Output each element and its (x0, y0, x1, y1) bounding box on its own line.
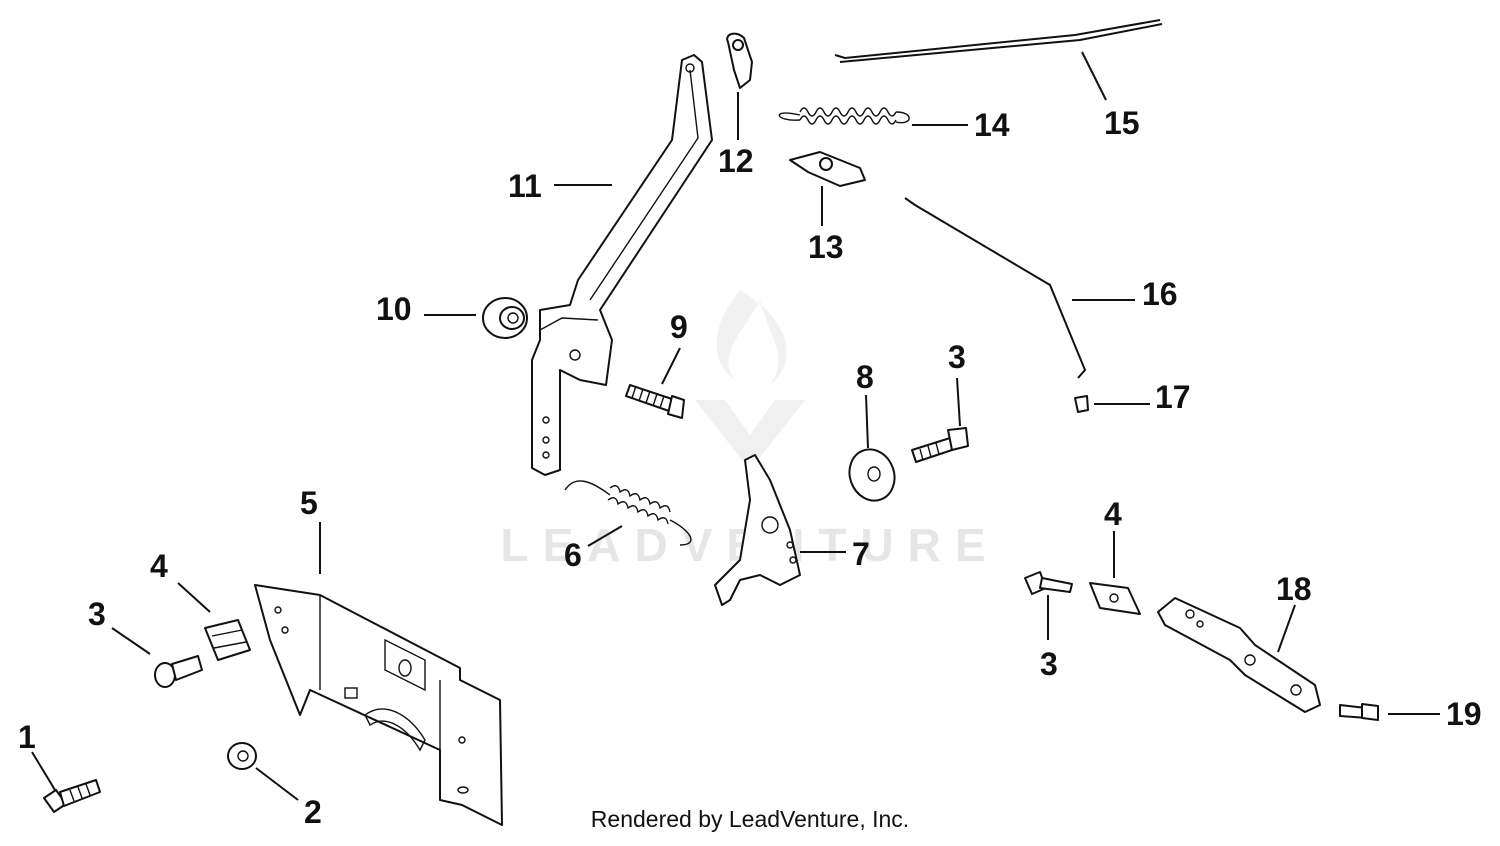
part-3-bolt-left (154, 655, 203, 688)
part-7-governor-lever (714, 454, 801, 606)
footer-credit: Rendered by LeadVenture, Inc. (590, 806, 910, 832)
callout-14: 14 (974, 107, 1010, 143)
callout-13: 13 (808, 229, 844, 265)
part-3-bolt-right (1024, 571, 1073, 595)
part-3-bolt-upper (911, 427, 969, 463)
callout-3-upper: 3 (948, 339, 966, 375)
part-5-plate (254, 584, 503, 826)
part-10-bushing (482, 297, 528, 339)
callout-9: 9 (670, 309, 688, 345)
part-18-link-bar (1157, 597, 1321, 713)
watermark-logo-icon (695, 290, 805, 470)
callout-3-right: 3 (1040, 646, 1058, 682)
callout-1: 1 (18, 719, 36, 755)
part-4-clip-left (204, 619, 251, 661)
leader-lines (31, 51, 1440, 801)
part-17-nut (1074, 395, 1089, 413)
callout-11: 11 (508, 168, 542, 204)
callout-10: 10 (376, 291, 412, 327)
callout-5: 5 (300, 485, 318, 521)
part-8-washer (848, 448, 896, 502)
callout-8: 8 (856, 359, 874, 395)
callout-6: 6 (564, 537, 582, 573)
part-2-nut (227, 742, 257, 770)
callout-12: 12 (718, 143, 754, 179)
part-19-stud (1339, 703, 1379, 721)
callout-2: 2 (304, 794, 322, 830)
callout-7: 7 (852, 536, 870, 572)
part-12-clip (726, 32, 753, 89)
callout-4-right: 4 (1104, 496, 1122, 532)
callout-labels: 15 14 12 11 13 16 10 9 8 3 17 5 6 7 4 4 … (18, 105, 1482, 830)
callout-17: 17 (1155, 379, 1191, 415)
callout-3-left: 3 (88, 596, 106, 632)
part-9-screw (625, 384, 685, 419)
part-6-spring (564, 480, 692, 546)
part-16-rod (904, 197, 1087, 379)
part-13-bracket (789, 151, 866, 187)
part-11-lever (531, 54, 713, 476)
part-15-rod (834, 19, 1163, 63)
part-14-spring (778, 107, 910, 125)
callout-15: 15 (1104, 105, 1140, 141)
callout-19: 19 (1446, 696, 1482, 732)
callout-16: 16 (1142, 276, 1178, 312)
part-1-bolt (43, 779, 101, 813)
part-4-clip-right (1089, 582, 1141, 615)
callout-4-left: 4 (150, 548, 168, 584)
callout-18: 18 (1276, 571, 1312, 607)
